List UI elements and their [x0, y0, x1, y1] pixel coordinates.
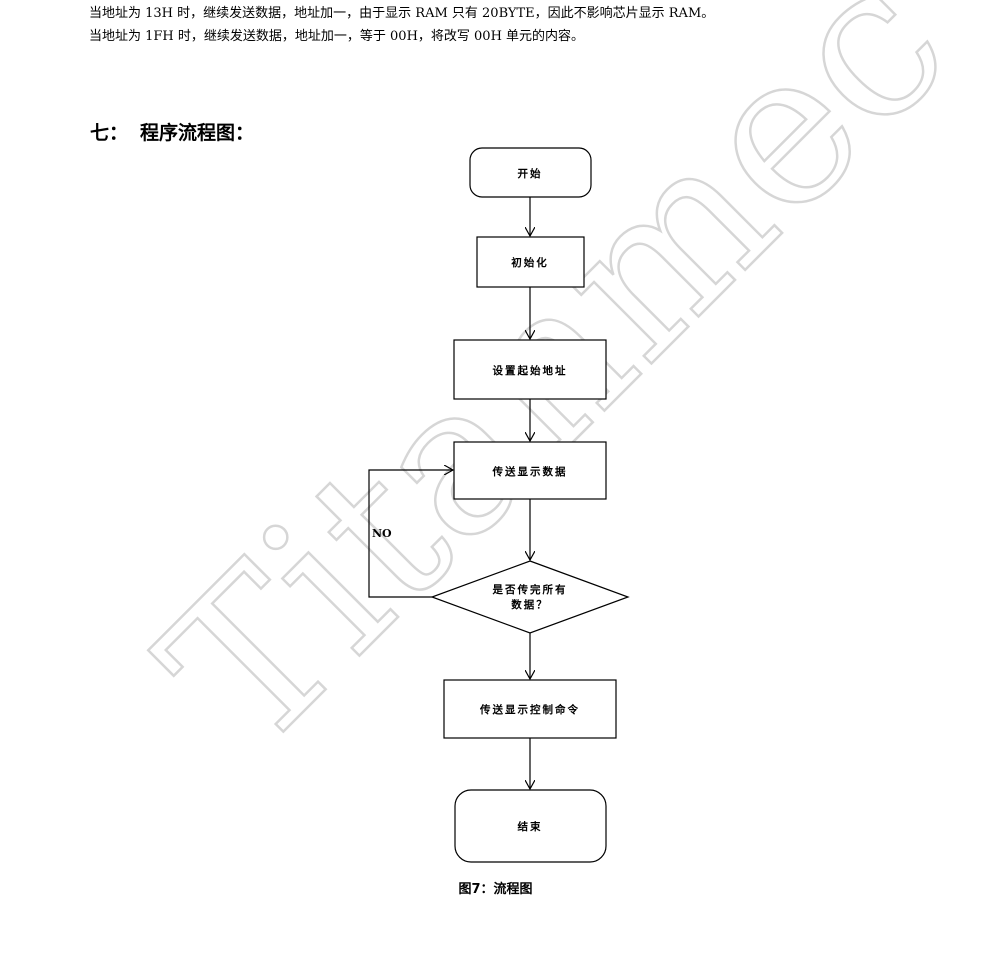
paragraph-address-1fh: 当地址为 1FH 时，继续发送数据，地址加一，等于 00H，将改写 00H 单元… — [89, 29, 585, 44]
paragraph-address-13h: 当地址为 13H 时，继续发送数据，地址加一，由于显示 RAM 只有 20BYT… — [89, 6, 715, 21]
loop-arrow-no — [368, 470, 453, 598]
init-box — [476, 236, 585, 288]
start-label: 开始 — [518, 167, 543, 180]
decision-label-line1: 是否传完所有 — [492, 583, 568, 596]
section-title: 程序流程图： — [140, 122, 255, 144]
send-data-box — [453, 441, 607, 500]
set-address-box — [453, 339, 607, 400]
end-terminal — [454, 789, 607, 863]
loop-label-no: NO — [372, 527, 392, 540]
decision-label-line2: 数据？ — [510, 598, 549, 611]
send-control-label: 传送显示控制命令 — [479, 703, 580, 716]
section-number: 七： — [90, 122, 129, 144]
send-control-box — [443, 679, 617, 739]
figure-caption: 图7：流程图 — [458, 882, 533, 897]
send-data-label: 传送显示数据 — [492, 465, 568, 478]
set-address-label: 设置起始地址 — [493, 364, 568, 377]
decision-diamond — [430, 560, 630, 634]
init-label: 初始化 — [511, 256, 549, 269]
section-heading: 七： 程序流程图： — [90, 118, 254, 145]
end-label: 结束 — [518, 820, 543, 833]
